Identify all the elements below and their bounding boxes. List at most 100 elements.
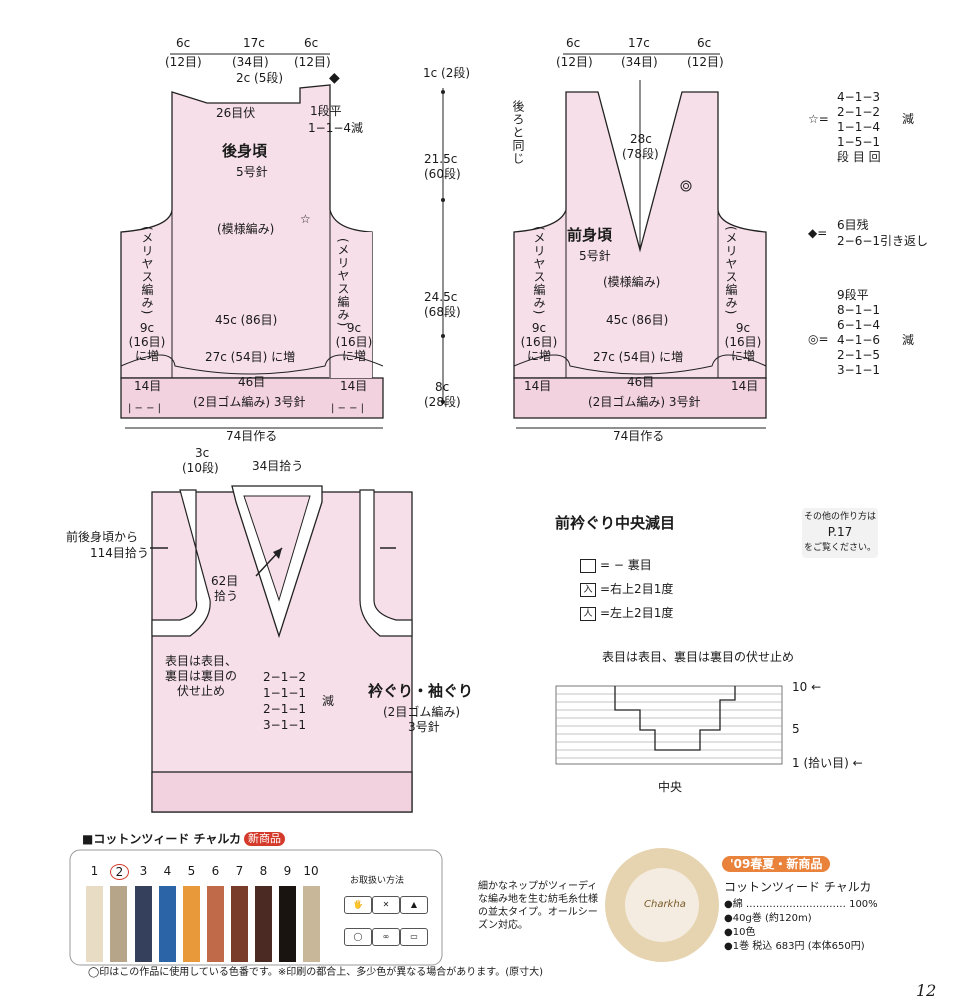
back-dim-12-left: (12目) — [165, 55, 202, 69]
front-dim-17c: 17c — [628, 36, 650, 50]
star-row-1: 4−1−3 — [837, 90, 881, 104]
scale-60: (60段) — [424, 167, 461, 181]
front-needle: 5号針 — [579, 249, 611, 263]
circle-row-1: 8−1−1 — [837, 303, 881, 317]
fin-bind-1: 表目は表目、 — [165, 654, 238, 668]
yarn-panel-frame — [69, 849, 443, 966]
chart-title: 前衿ぐり中央減目 — [555, 514, 676, 532]
front-dim-12-left: (12目) — [556, 55, 593, 69]
front-inc-16-right: (16目) — [724, 335, 762, 349]
front-rib: (2目ゴム編み) 3号針 — [588, 395, 701, 409]
star-prefix: ☆= — [808, 112, 829, 126]
flat-dry-icon: ▭ — [400, 928, 428, 946]
front-inc-9c-right: 9c — [735, 321, 751, 335]
chart-row-1: 1 (拾い目) ← — [792, 756, 863, 770]
iron-icon: ▲ — [400, 896, 428, 914]
star-mark: ☆ — [300, 212, 311, 226]
front-st-14-left: 14目 — [524, 379, 552, 393]
back-pattern: (模様編み) — [217, 222, 275, 236]
color-num-3: 3 — [139, 864, 148, 878]
yarn-spec-2: ●40g巻 (約120m) — [724, 913, 812, 924]
back-rib-shape — [120, 377, 384, 419]
color-num-10: 10 — [303, 864, 319, 878]
swatch-1 — [86, 886, 103, 962]
back-dim-17c: 17c — [243, 36, 265, 50]
chart-note: 表目は表目、裏目は裏目の伏せ止め — [602, 650, 795, 664]
circle-row-4: 2−1−5 — [837, 348, 881, 362]
circle-top: 9段平 — [837, 288, 869, 302]
yarn-spec-3: ●10色 — [724, 927, 756, 938]
swatch-2 — [110, 886, 127, 962]
yarn-name: コットンツィード チャルカ — [724, 880, 872, 894]
back-inc-ni-left: に増 — [134, 349, 159, 363]
front-width-45: 45c (86目) — [606, 313, 669, 327]
front-width-27: 27c (54目) に増 — [593, 350, 684, 364]
back-inc-9c-left: 9c — [139, 321, 155, 335]
back-dim-6c-right: 6c — [304, 36, 319, 50]
scale-1c: 1c (2段) — [423, 66, 471, 80]
swatch-5 — [183, 886, 200, 962]
circle-prefix: ◎= — [808, 332, 829, 346]
color-num-4: 4 — [163, 864, 172, 878]
diamond-prefix: ◆= — [808, 226, 828, 240]
fin-pick-114-b: 114目拾う — [90, 546, 149, 560]
fin-bind-2: 裏目は裏目の — [165, 669, 238, 683]
swatch-10 — [303, 886, 320, 962]
yarn-header: ■コットンツィード チャルカ — [82, 832, 242, 846]
ref-line-2: P.17 — [827, 525, 853, 539]
front-78: (78段) — [622, 147, 659, 161]
back-cast-on: 74目作る — [226, 429, 278, 443]
front-title: 前身頃 — [567, 226, 613, 244]
front-side-left: (メリヤス編み) — [532, 226, 546, 316]
chart-key-3: 人=左上2目1度 — [580, 604, 673, 621]
reference-box: その他の作り方は P.17 をご覧ください。 — [802, 508, 878, 558]
front-cast-on: 74目作る — [613, 429, 665, 443]
back-rib: (2目ゴム編み) 3号針 — [193, 395, 306, 409]
scale-28: (28段) — [424, 395, 461, 409]
color-num-5: 5 — [187, 864, 196, 878]
fin-pick-34: 34目拾う — [252, 459, 304, 473]
color-num-9: 9 — [283, 864, 292, 878]
no-wring-icon: ∞ — [372, 928, 400, 946]
color-num-2: 2 — [110, 864, 129, 880]
scale-8c: 8c — [435, 380, 450, 394]
fin-dec-row-4: 3−1−1 — [263, 718, 307, 732]
no-bleach-icon: ✕ — [372, 896, 400, 914]
back-inc-9c-right: 9c — [346, 321, 362, 335]
scale-21-5c: 21.5c — [424, 152, 458, 166]
circle-row-2: 6−1−4 — [837, 318, 881, 332]
front-st-46: 46目 — [627, 375, 655, 389]
back-side-right: (メリヤス編み) — [336, 238, 350, 328]
purl-symbol — [580, 558, 596, 573]
diamond-line-2: 2−6−1引き返し — [837, 234, 929, 248]
back-neck-26: 26目伏 — [216, 106, 256, 120]
diamond-line-1: 6目残 — [837, 218, 869, 232]
front-inc-16-left: (16目) — [520, 335, 558, 349]
front-dim-12-right: (12目) — [687, 55, 724, 69]
yarn-ball-label: Charkha — [644, 899, 686, 910]
fin-pick-62-a: 62目 — [211, 574, 239, 588]
scale-24-5c: 24.5c — [424, 290, 458, 304]
new-badge: 新商品 — [244, 832, 285, 846]
star-row-3: 1−1−4 — [837, 120, 881, 134]
swatch-9 — [279, 886, 296, 962]
swatch-7 — [231, 886, 248, 962]
back-width-45: 45c (86目) — [215, 313, 278, 327]
footnote: ◯印はこの作品に使用している色番です。※印刷の都合上、多少色が異なる場合がありま… — [88, 967, 544, 978]
fin-10: (10段) — [182, 461, 219, 475]
back-rib-marks-right: | − − | — [331, 403, 365, 414]
fin-rib: (2目ゴム編み) — [383, 705, 460, 719]
chart-key-3-text: =左上2目1度 — [600, 606, 674, 620]
ref-line-1: その他の作り方は — [803, 512, 876, 522]
fin-pick-62-b: 拾う — [214, 589, 239, 603]
fin-bind-3: 伏せ止め — [177, 684, 226, 698]
front-dim-6c-right: 6c — [697, 36, 712, 50]
chart-center: 中央 — [658, 780, 683, 794]
swatch-8 — [255, 886, 272, 962]
chart-key-2-text: =右上2目1度 — [600, 582, 674, 596]
fin-title: 衿ぐり・袖ぐり — [368, 682, 474, 700]
fin-needle: 3号針 — [408, 720, 440, 734]
page-number: 12 — [916, 981, 937, 1000]
front-inc-9c-left: 9c — [531, 321, 547, 335]
chart-row-10: 10 ← — [792, 680, 822, 694]
